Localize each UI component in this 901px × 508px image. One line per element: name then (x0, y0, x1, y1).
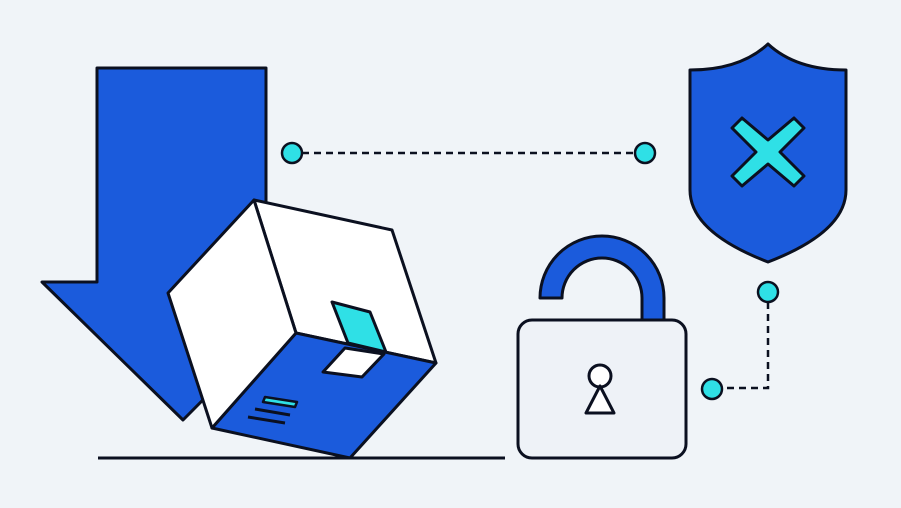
connector-node-icon (756, 280, 780, 304)
box-label-line (247, 415, 286, 425)
open-box-icon (166, 198, 438, 460)
box-flap (330, 300, 388, 354)
keyhole-icon (587, 363, 613, 389)
box-slot (321, 346, 386, 379)
box-label-line (254, 407, 291, 417)
connector-node-icon (633, 141, 657, 165)
connector-node-icon (700, 377, 724, 401)
box-label (261, 395, 299, 409)
x-mark-icon (730, 116, 806, 188)
keyhole-slot (584, 384, 616, 415)
padlock-shackle (538, 234, 666, 324)
dashed-connector (722, 302, 770, 390)
box-front-face (166, 198, 298, 430)
unlocked-padlock-icon (516, 234, 688, 460)
connector-node-icon (280, 141, 304, 165)
